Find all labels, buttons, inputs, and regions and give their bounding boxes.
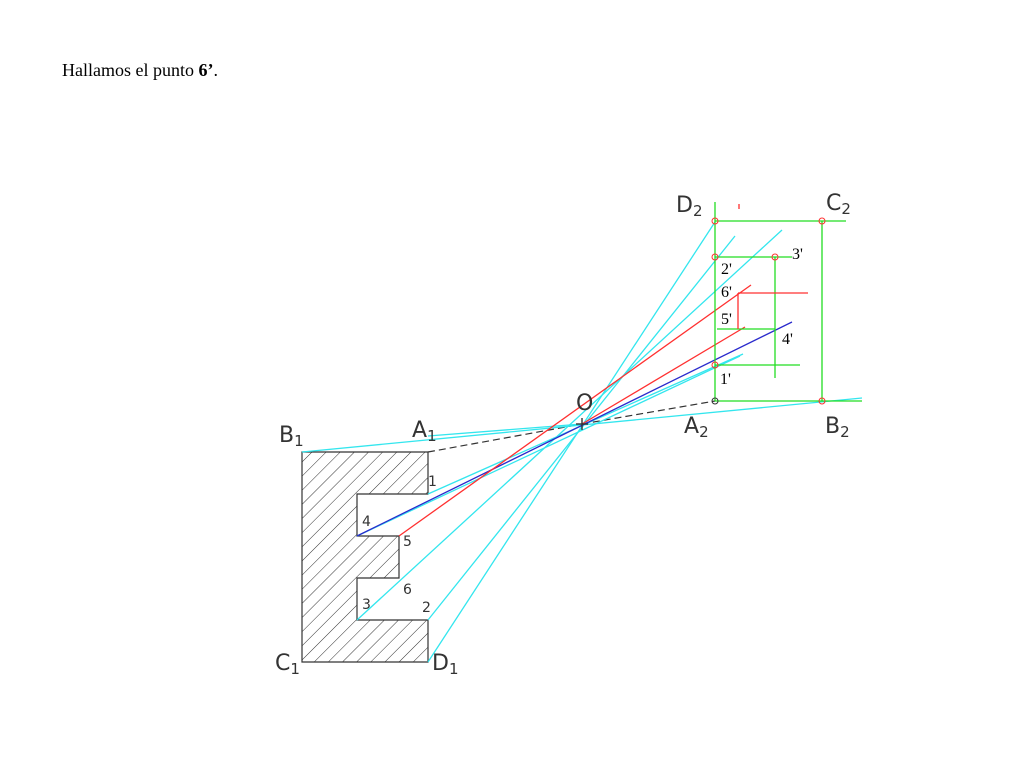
label-n4: 4 bbox=[362, 514, 371, 530]
ray-4-blue bbox=[356, 321, 793, 537]
point-markers bbox=[711, 217, 826, 405]
label-n1: 1 bbox=[428, 474, 437, 490]
label-n6: 6 bbox=[403, 582, 412, 598]
label-a2: A2 bbox=[684, 414, 709, 441]
marker-o bbox=[576, 418, 588, 430]
e-shape-figure bbox=[301, 451, 429, 663]
caption-text: Hallamos el punto bbox=[62, 60, 199, 80]
ray-4b bbox=[356, 355, 741, 537]
marker-3p bbox=[771, 253, 779, 261]
label-p3: 3' bbox=[792, 246, 803, 263]
label-o: O bbox=[576, 391, 593, 416]
label-c1: C1 bbox=[275, 651, 300, 678]
marker-d2 bbox=[711, 217, 719, 225]
dash-a1-o bbox=[427, 423, 583, 453]
label-p6: 6' bbox=[721, 284, 732, 301]
red-6-construction bbox=[737, 204, 808, 329]
label-n3: 3 bbox=[362, 597, 371, 613]
ray-3 bbox=[356, 229, 783, 621]
ray-5b-red bbox=[581, 326, 746, 425]
caption-bold: 6’ bbox=[198, 60, 214, 80]
label-b1: B1 bbox=[279, 423, 304, 450]
label-p4: 4' bbox=[782, 331, 793, 348]
label-d2: D2 bbox=[676, 193, 703, 220]
marker-c2 bbox=[818, 217, 826, 225]
marker-2p bbox=[711, 253, 719, 261]
label-b2: B2 bbox=[825, 414, 850, 441]
green-projection bbox=[714, 202, 862, 402]
marker-a2 bbox=[711, 397, 719, 405]
caption: Hallamos el punto 6’. bbox=[62, 60, 218, 81]
label-a1: A1 bbox=[412, 418, 437, 445]
marker-1p bbox=[711, 361, 719, 369]
label-c2: C2 bbox=[826, 191, 851, 218]
label-p1: 1' bbox=[720, 371, 731, 388]
ray-d1-d2 bbox=[427, 221, 716, 663]
ray-5-red bbox=[398, 284, 752, 537]
marker-b2 bbox=[818, 397, 826, 405]
label-n2: 2 bbox=[422, 600, 431, 616]
label-n5: 5 bbox=[403, 534, 412, 550]
label-p2: 2' bbox=[721, 261, 732, 278]
label-p5: 5' bbox=[721, 311, 732, 328]
caption-end: . bbox=[213, 60, 218, 80]
ray-a1 bbox=[427, 423, 583, 437]
cyan-rays bbox=[301, 221, 863, 663]
label-d1: D1 bbox=[432, 651, 459, 678]
